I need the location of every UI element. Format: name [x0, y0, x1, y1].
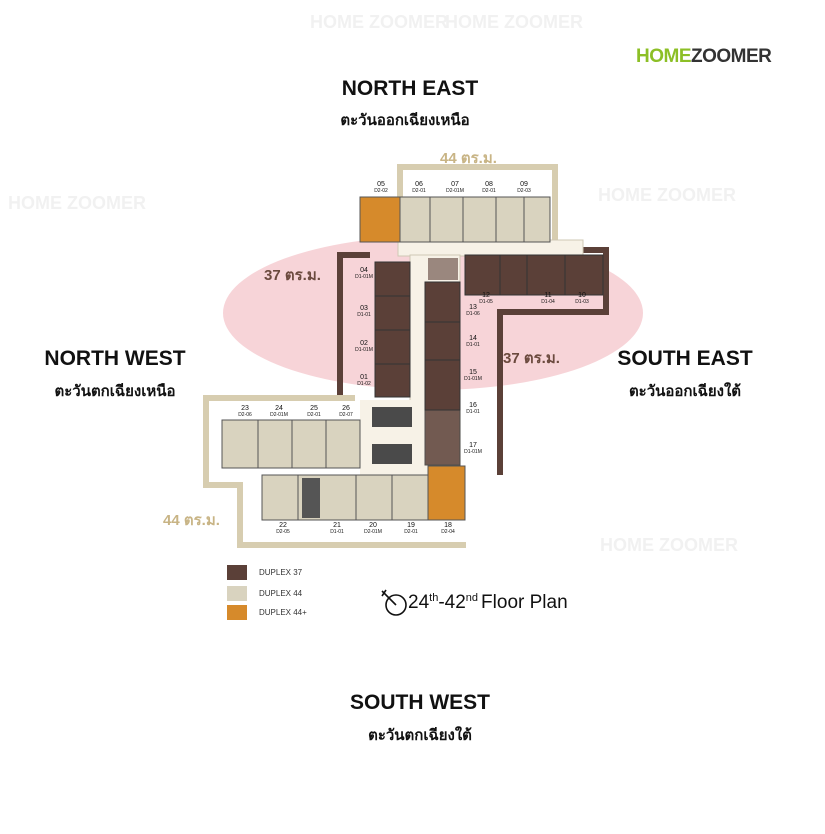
area-label-bottom: 44 ตร.ม. [163, 512, 220, 529]
homezoomer-logo: HOMEZOOMER [636, 46, 772, 68]
unit-05 [359, 196, 401, 243]
outline-nw [203, 395, 355, 425]
area-label-right: 37 ตร.ม. [503, 350, 560, 367]
watermark: HOME ZOOMER [310, 12, 448, 32]
direction-south-east: SOUTH EAST [617, 347, 753, 370]
units-19-22 [261, 474, 429, 521]
units-16-17 [424, 409, 461, 466]
legend-swatch [227, 605, 247, 620]
legend-swatch [227, 586, 247, 601]
outline-left [337, 252, 370, 400]
units-13-15 [424, 281, 461, 411]
legend-item: DUPLEX 37 [227, 565, 302, 580]
floor-from: 24 [408, 592, 430, 613]
outline-top [397, 164, 558, 245]
north-arrow-icon [381, 589, 407, 616]
direction-north-west-th: ตะวันตกเฉียงเหนือ [54, 383, 176, 400]
floor-to-sup: nd [465, 592, 479, 604]
legend-item: DUPLEX 44 [227, 586, 302, 601]
legend-label: DUPLEX 44+ [259, 608, 307, 617]
area-label-top: 44 ตร.ม. [440, 150, 497, 167]
area-label-left: 37 ตร.ม. [264, 267, 321, 284]
legend-label: DUPLEX 37 [259, 568, 303, 577]
watermark: HOME ZOOMER [8, 193, 146, 213]
direction-north-east-th: ตะวันออกเฉียงเหนือ [340, 112, 470, 129]
direction-south-east-th: ตะวันออกเฉียงใต้ [628, 383, 742, 400]
direction-north-east: NORTH EAST [341, 77, 479, 100]
unit-18 [427, 465, 466, 521]
floor-to: -42 [438, 592, 466, 613]
stair [302, 478, 320, 518]
watermark: HOME ZOOMER [600, 535, 738, 555]
direction-north-west: NORTH WEST [44, 347, 186, 370]
legend-item: DUPLEX 44+ [227, 605, 307, 620]
lift [372, 444, 412, 464]
core [428, 258, 458, 280]
legend-label: DUPLEX 44 [259, 589, 303, 598]
units-10-12 [464, 254, 604, 296]
logo-home: HOME [636, 46, 692, 67]
units-06-09 [399, 196, 551, 243]
lift [372, 407, 412, 427]
floor-plan-suffix: Floor Plan [481, 592, 568, 613]
legend-swatch [227, 565, 247, 580]
logo-zoomer: ZOOMER [691, 46, 772, 67]
watermark: HOME ZOOMER [445, 12, 583, 32]
outline-bottom [203, 425, 466, 548]
direction-south-west: SOUTH WEST [350, 691, 490, 714]
floor-from-sup: th [429, 592, 439, 604]
units-23-26 [221, 419, 361, 469]
watermark: HOME ZOOMER [598, 185, 736, 205]
direction-south-west-th: ตะวันตกเฉียงใต้ [368, 727, 472, 744]
